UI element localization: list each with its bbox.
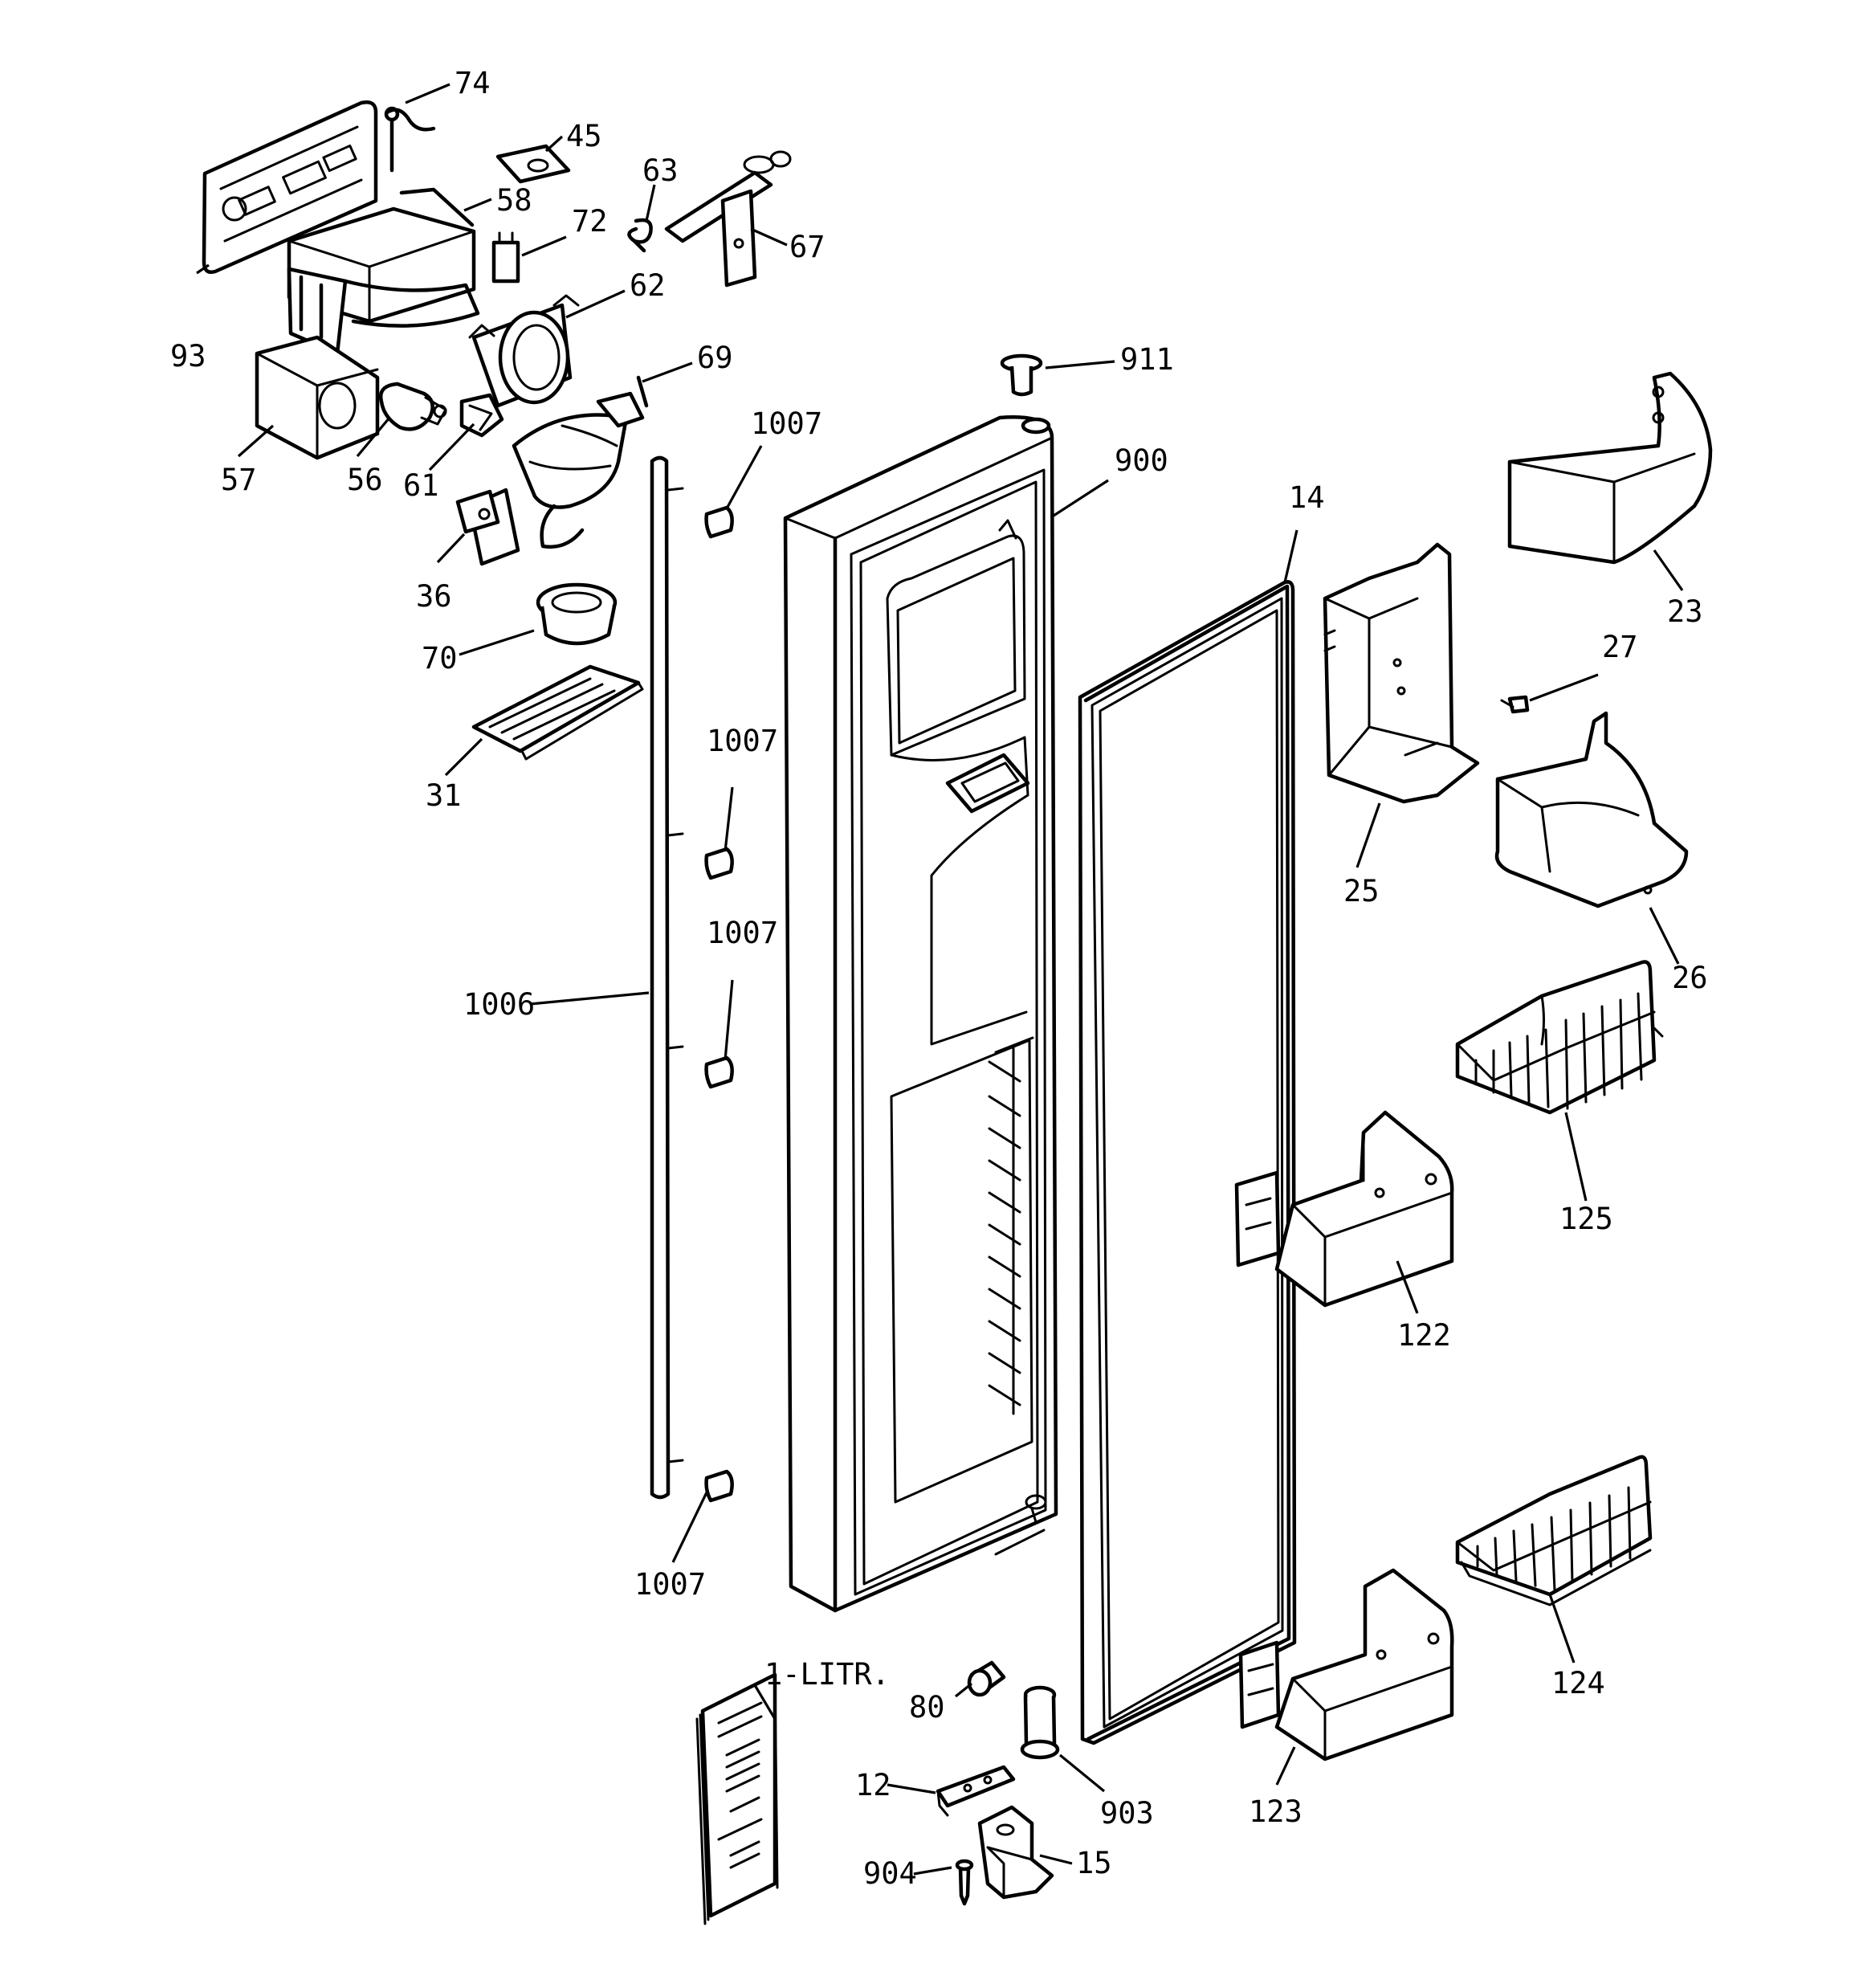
callout-900: 900	[1115, 443, 1168, 478]
shim-12	[936, 1765, 1016, 1817]
callout-36: 36	[416, 579, 452, 614]
hinge-bushing-top	[1021, 417, 1051, 435]
clip-1007-d	[704, 1469, 734, 1503]
callout-12: 12	[855, 1768, 891, 1802]
plug-80	[967, 1660, 1006, 1697]
callout-1006: 1006	[463, 987, 535, 1022]
lever-67	[664, 150, 792, 288]
clip-1007-a	[704, 505, 734, 539]
hinge-15	[977, 1805, 1054, 1900]
bin-cover-23	[1507, 371, 1713, 565]
callout-57: 57	[221, 463, 257, 497]
callout-72: 72	[572, 204, 608, 239]
callout-23: 23	[1667, 594, 1703, 629]
callout-903: 903	[1100, 1796, 1154, 1831]
bin-26	[1494, 711, 1689, 908]
callout-26: 26	[1672, 961, 1708, 995]
callout-56: 56	[347, 463, 383, 497]
callout-62: 62	[630, 268, 666, 303]
callout-123: 123	[1249, 1794, 1302, 1829]
hinge-pin-903	[1020, 1685, 1060, 1760]
callout-911: 911	[1120, 342, 1174, 377]
callout-80: 80	[909, 1690, 945, 1725]
bin-122	[1234, 1110, 1454, 1308]
callout-122: 122	[1397, 1318, 1451, 1353]
callout-61: 61	[403, 468, 439, 503]
callout-67: 67	[789, 230, 826, 264]
actuator-36	[455, 488, 520, 566]
screw-27	[1500, 695, 1530, 714]
callout-70: 70	[422, 641, 458, 676]
freezer-door-900	[783, 415, 1058, 1613]
wire-basket-124	[1455, 1455, 1653, 1606]
callout-14: 14	[1289, 480, 1325, 515]
callout-125: 125	[1559, 1202, 1613, 1236]
switch-72	[491, 231, 520, 284]
bin-123	[1238, 1568, 1454, 1761]
callout-69: 69	[697, 341, 733, 375]
bin-25	[1323, 542, 1480, 804]
callout-93: 93	[170, 339, 206, 374]
cup-70	[536, 582, 618, 646]
grille-31	[471, 664, 644, 761]
callout-63: 63	[642, 153, 679, 188]
callout-58: 58	[496, 183, 532, 218]
chute-69	[512, 375, 649, 549]
leader-lines	[196, 83, 1684, 1876]
screw-904	[955, 1859, 974, 1906]
manual-1-litr	[695, 1672, 779, 1925]
callout-1007-c: 1007	[707, 916, 778, 950]
callout-74: 74	[455, 66, 491, 100]
callout-1-litr: 1-LITR.	[764, 1657, 890, 1692]
clip-1007-c	[704, 1055, 734, 1089]
callout-27: 27	[1602, 630, 1638, 664]
callout-1007-b: 1007	[707, 724, 778, 758]
callout-1007-d: 1007	[634, 1567, 706, 1602]
callout-904: 904	[863, 1856, 917, 1891]
auger-ring-62	[468, 294, 580, 408]
clip-1007-b	[704, 847, 734, 880]
wire-basket-125	[1455, 960, 1664, 1115]
bracket-45	[495, 144, 571, 184]
motor-housing-57	[255, 335, 380, 460]
callout-31: 31	[426, 778, 462, 813]
callout-15: 15	[1076, 1846, 1112, 1880]
duct-assembly	[287, 267, 480, 356]
bushing-911	[1000, 353, 1043, 397]
spring-74	[384, 106, 436, 173]
handle-rod-1006	[650, 455, 684, 1500]
motor-56	[378, 382, 447, 431]
callout-124: 124	[1551, 1666, 1605, 1700]
callout-45: 45	[566, 119, 602, 153]
callout-labels: 74 45 63 58 72 67 62 93 69 911 1007 57 5…	[170, 66, 1708, 1891]
callout-25: 25	[1343, 874, 1380, 908]
callout-1007-a: 1007	[751, 406, 822, 441]
door-gasket-14	[1078, 580, 1297, 1745]
spring-63	[627, 218, 653, 253]
